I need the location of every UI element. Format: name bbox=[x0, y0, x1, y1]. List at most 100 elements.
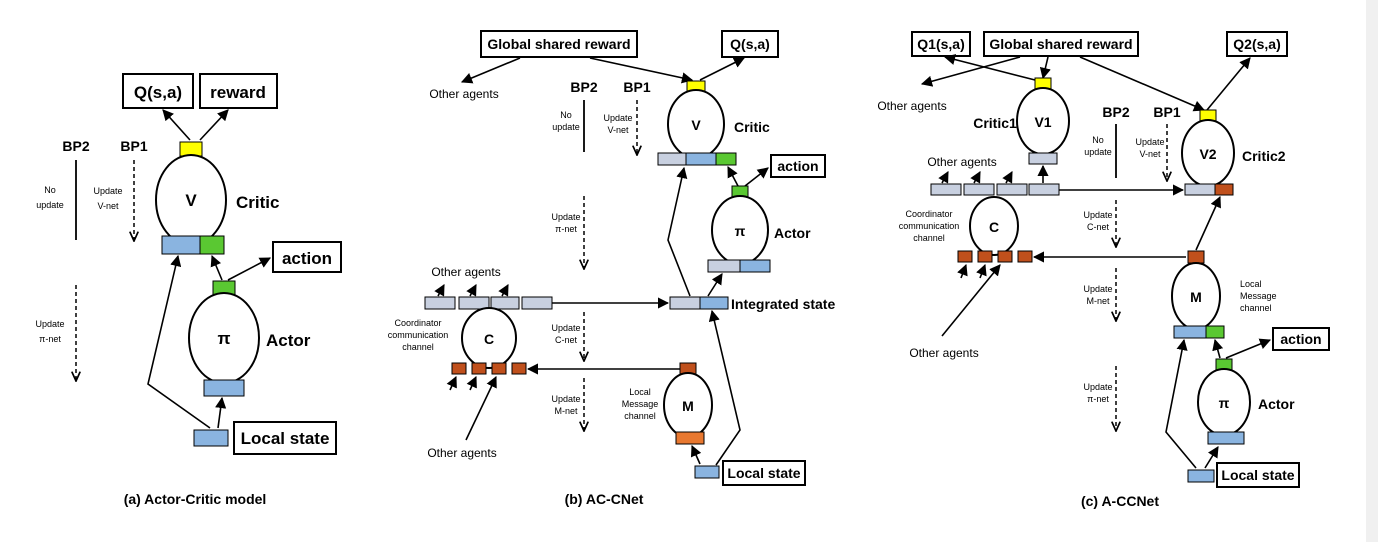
panel-b-critic-input-blue bbox=[685, 152, 717, 166]
panel-b-coord-out-4 bbox=[521, 296, 553, 310]
panel-a-actor-label: Actor bbox=[266, 331, 311, 350]
panel-b-q-text: Q(s,a) bbox=[730, 36, 770, 52]
panel-a-bp1: BP1 bbox=[120, 138, 147, 154]
panel-c-critic1-symbol: V1 bbox=[1034, 114, 1051, 130]
panel-b-critic-label: Critic bbox=[734, 119, 770, 135]
panel-c-local-state-blue bbox=[1187, 469, 1215, 483]
panel-b-bp1: BP1 bbox=[623, 79, 650, 95]
panel-b-msg-label-1: Local bbox=[629, 387, 651, 397]
panel-a-update-v-1: Update bbox=[93, 186, 122, 196]
panel-b-update-v-1: Update bbox=[603, 113, 632, 123]
panel-c-bp1: BP1 bbox=[1153, 104, 1180, 120]
panel-c-actor-symbol: π bbox=[1219, 395, 1230, 411]
panel-a-q-box bbox=[122, 73, 194, 109]
panel-c-coordinator-label-1: Coordinator bbox=[905, 209, 952, 219]
panel-c: Q1(s,a) Global shared reward Q2(s,a) Oth… bbox=[877, 31, 1330, 509]
panel-b-coord-in-3 bbox=[491, 362, 507, 375]
panel-c-action-box bbox=[1272, 327, 1330, 351]
panel-c-coordinator-symbol: C bbox=[989, 219, 999, 235]
panel-b-actor-symbol: π bbox=[735, 223, 746, 239]
panel-c-critic1-label: Critic1 bbox=[973, 115, 1017, 131]
panel-c-coord-out-3 bbox=[996, 183, 1028, 196]
panel-a-no-update-1: No bbox=[44, 185, 56, 195]
panel-a-local-state-text: Local state bbox=[241, 429, 330, 448]
panel-b-msg-label-3: channel bbox=[624, 411, 656, 421]
panel-b-actor-input-blue bbox=[739, 259, 771, 273]
panel-a-arrow-q bbox=[162, 109, 191, 141]
panel-c-critic2-symbol: V2 bbox=[1199, 146, 1216, 162]
panel-b-critic-input-green bbox=[715, 152, 737, 166]
panel-b-update-pi-1: Update bbox=[551, 212, 580, 222]
panel-c-update-pi-2: π-net bbox=[1087, 394, 1109, 404]
panel-b-coord-out-1 bbox=[424, 296, 456, 310]
panel-b-global-reward-text: Global shared reward bbox=[487, 36, 630, 52]
panel-c-coord-out-2 bbox=[963, 183, 995, 196]
panel-c-coordinator-ellipse bbox=[969, 196, 1019, 256]
panel-a-caption: (a) Actor-Critic model bbox=[124, 491, 267, 507]
panel-c-msg-input-green bbox=[1205, 325, 1225, 339]
panel-b-critic-symbol: V bbox=[691, 117, 701, 133]
panel-b-coord-in-tick-1 bbox=[446, 375, 457, 391]
panel-c-coord-in-tick-2 bbox=[976, 263, 987, 279]
panel-a-local-state-box bbox=[233, 421, 337, 455]
panel-b-coordinator-symbol: C bbox=[484, 331, 494, 347]
panel-b-msg-input bbox=[675, 431, 705, 445]
panel-b-coord-in-2 bbox=[471, 362, 487, 375]
panel-c-critic2-input-gray bbox=[1184, 183, 1216, 196]
panel-c-no-update-1: No bbox=[1092, 135, 1104, 145]
panel-a-action-text: action bbox=[282, 249, 332, 268]
panel-c-arrow-reward-c2 bbox=[1079, 56, 1206, 112]
panel-b-arrow-reward-critic bbox=[589, 57, 694, 84]
panel-b-arrow-q bbox=[699, 57, 746, 81]
panel-c-arrow-q1 bbox=[943, 54, 1036, 81]
panel-c-critic2-input-brown bbox=[1214, 183, 1234, 196]
panel-a-critic-symbol: V bbox=[185, 191, 197, 210]
panel-b-coord-tick-3 bbox=[498, 284, 509, 297]
panel-b-arrow-action bbox=[744, 167, 769, 187]
panel-b-coordinator-label-1: Coordinator bbox=[394, 318, 441, 328]
panel-b-action-box bbox=[770, 154, 826, 178]
panel-b-arrow-other-coord bbox=[465, 375, 497, 441]
right-edge-strip bbox=[1366, 0, 1378, 542]
panel-b-update-c-1: Update bbox=[551, 323, 580, 333]
panel-b-coord-out-3 bbox=[490, 296, 520, 310]
panel-b-actor-input-gray bbox=[707, 259, 741, 273]
panel-a-update-pi-1: Update bbox=[35, 319, 64, 329]
panel-c-critic1-input bbox=[1028, 152, 1058, 165]
panel-a-update-pi-2: π-net bbox=[39, 334, 61, 344]
panel-b-local-state-text: Local state bbox=[727, 465, 800, 481]
panel-c-update-c-1: Update bbox=[1083, 210, 1112, 220]
panel-c-arrow-state-msg bbox=[1165, 338, 1197, 469]
panel-b-integrated-blue bbox=[699, 296, 729, 310]
panel-c-global-reward-box bbox=[983, 31, 1139, 57]
panel-a-q-text: Q(s,a) bbox=[134, 83, 182, 102]
panel-c-coordinator-label-2: communication bbox=[899, 221, 960, 231]
panel-b-other-agents-mid: Other agents bbox=[431, 265, 500, 279]
panel-a-bp2: BP2 bbox=[62, 138, 89, 154]
panel-c-coord-out-1 bbox=[930, 183, 962, 196]
panel-c-msg-output bbox=[1187, 250, 1205, 264]
panel-b-no-update-1: No bbox=[560, 110, 572, 120]
panel-a-reward-text: reward bbox=[210, 83, 266, 102]
panel-b-bp2: BP2 bbox=[570, 79, 597, 95]
panel-a-actor-symbol: π bbox=[217, 329, 230, 348]
panel-b-coordinator-ellipse bbox=[461, 307, 517, 369]
panel-b: Global shared reward Q(s,a) Other agents… bbox=[388, 30, 835, 507]
panel-b-local-state-box bbox=[722, 460, 806, 486]
panel-c-arrow-other-agents bbox=[920, 56, 1021, 87]
panel-a-actor-input-blue bbox=[203, 379, 245, 397]
panel-b-other-agents-bottom: Other agents bbox=[427, 446, 496, 460]
panel-c-coord-tick-3 bbox=[1002, 171, 1013, 184]
panel-c-coord-in-tick-1 bbox=[957, 263, 968, 279]
panel-c-coord-in-4 bbox=[1017, 250, 1033, 263]
panel-c-msg-label-3: channel bbox=[1240, 303, 1272, 313]
panel-c-other-agents-mid: Other agents bbox=[927, 155, 996, 169]
panel-b-actor-label: Actor bbox=[774, 225, 811, 241]
panel-b-update-pi-2: π-net bbox=[555, 224, 577, 234]
panel-c-coordinator-label-3: channel bbox=[913, 233, 945, 243]
panel-c-update-c-2: C-net bbox=[1087, 222, 1110, 232]
panel-b-msg-label-2: Message bbox=[622, 399, 659, 409]
panel-c-other-agents-top: Other agents bbox=[877, 99, 946, 113]
panel-c-coord-in-1 bbox=[957, 250, 973, 263]
panel-b-other-agents-top: Other agents bbox=[429, 87, 498, 101]
